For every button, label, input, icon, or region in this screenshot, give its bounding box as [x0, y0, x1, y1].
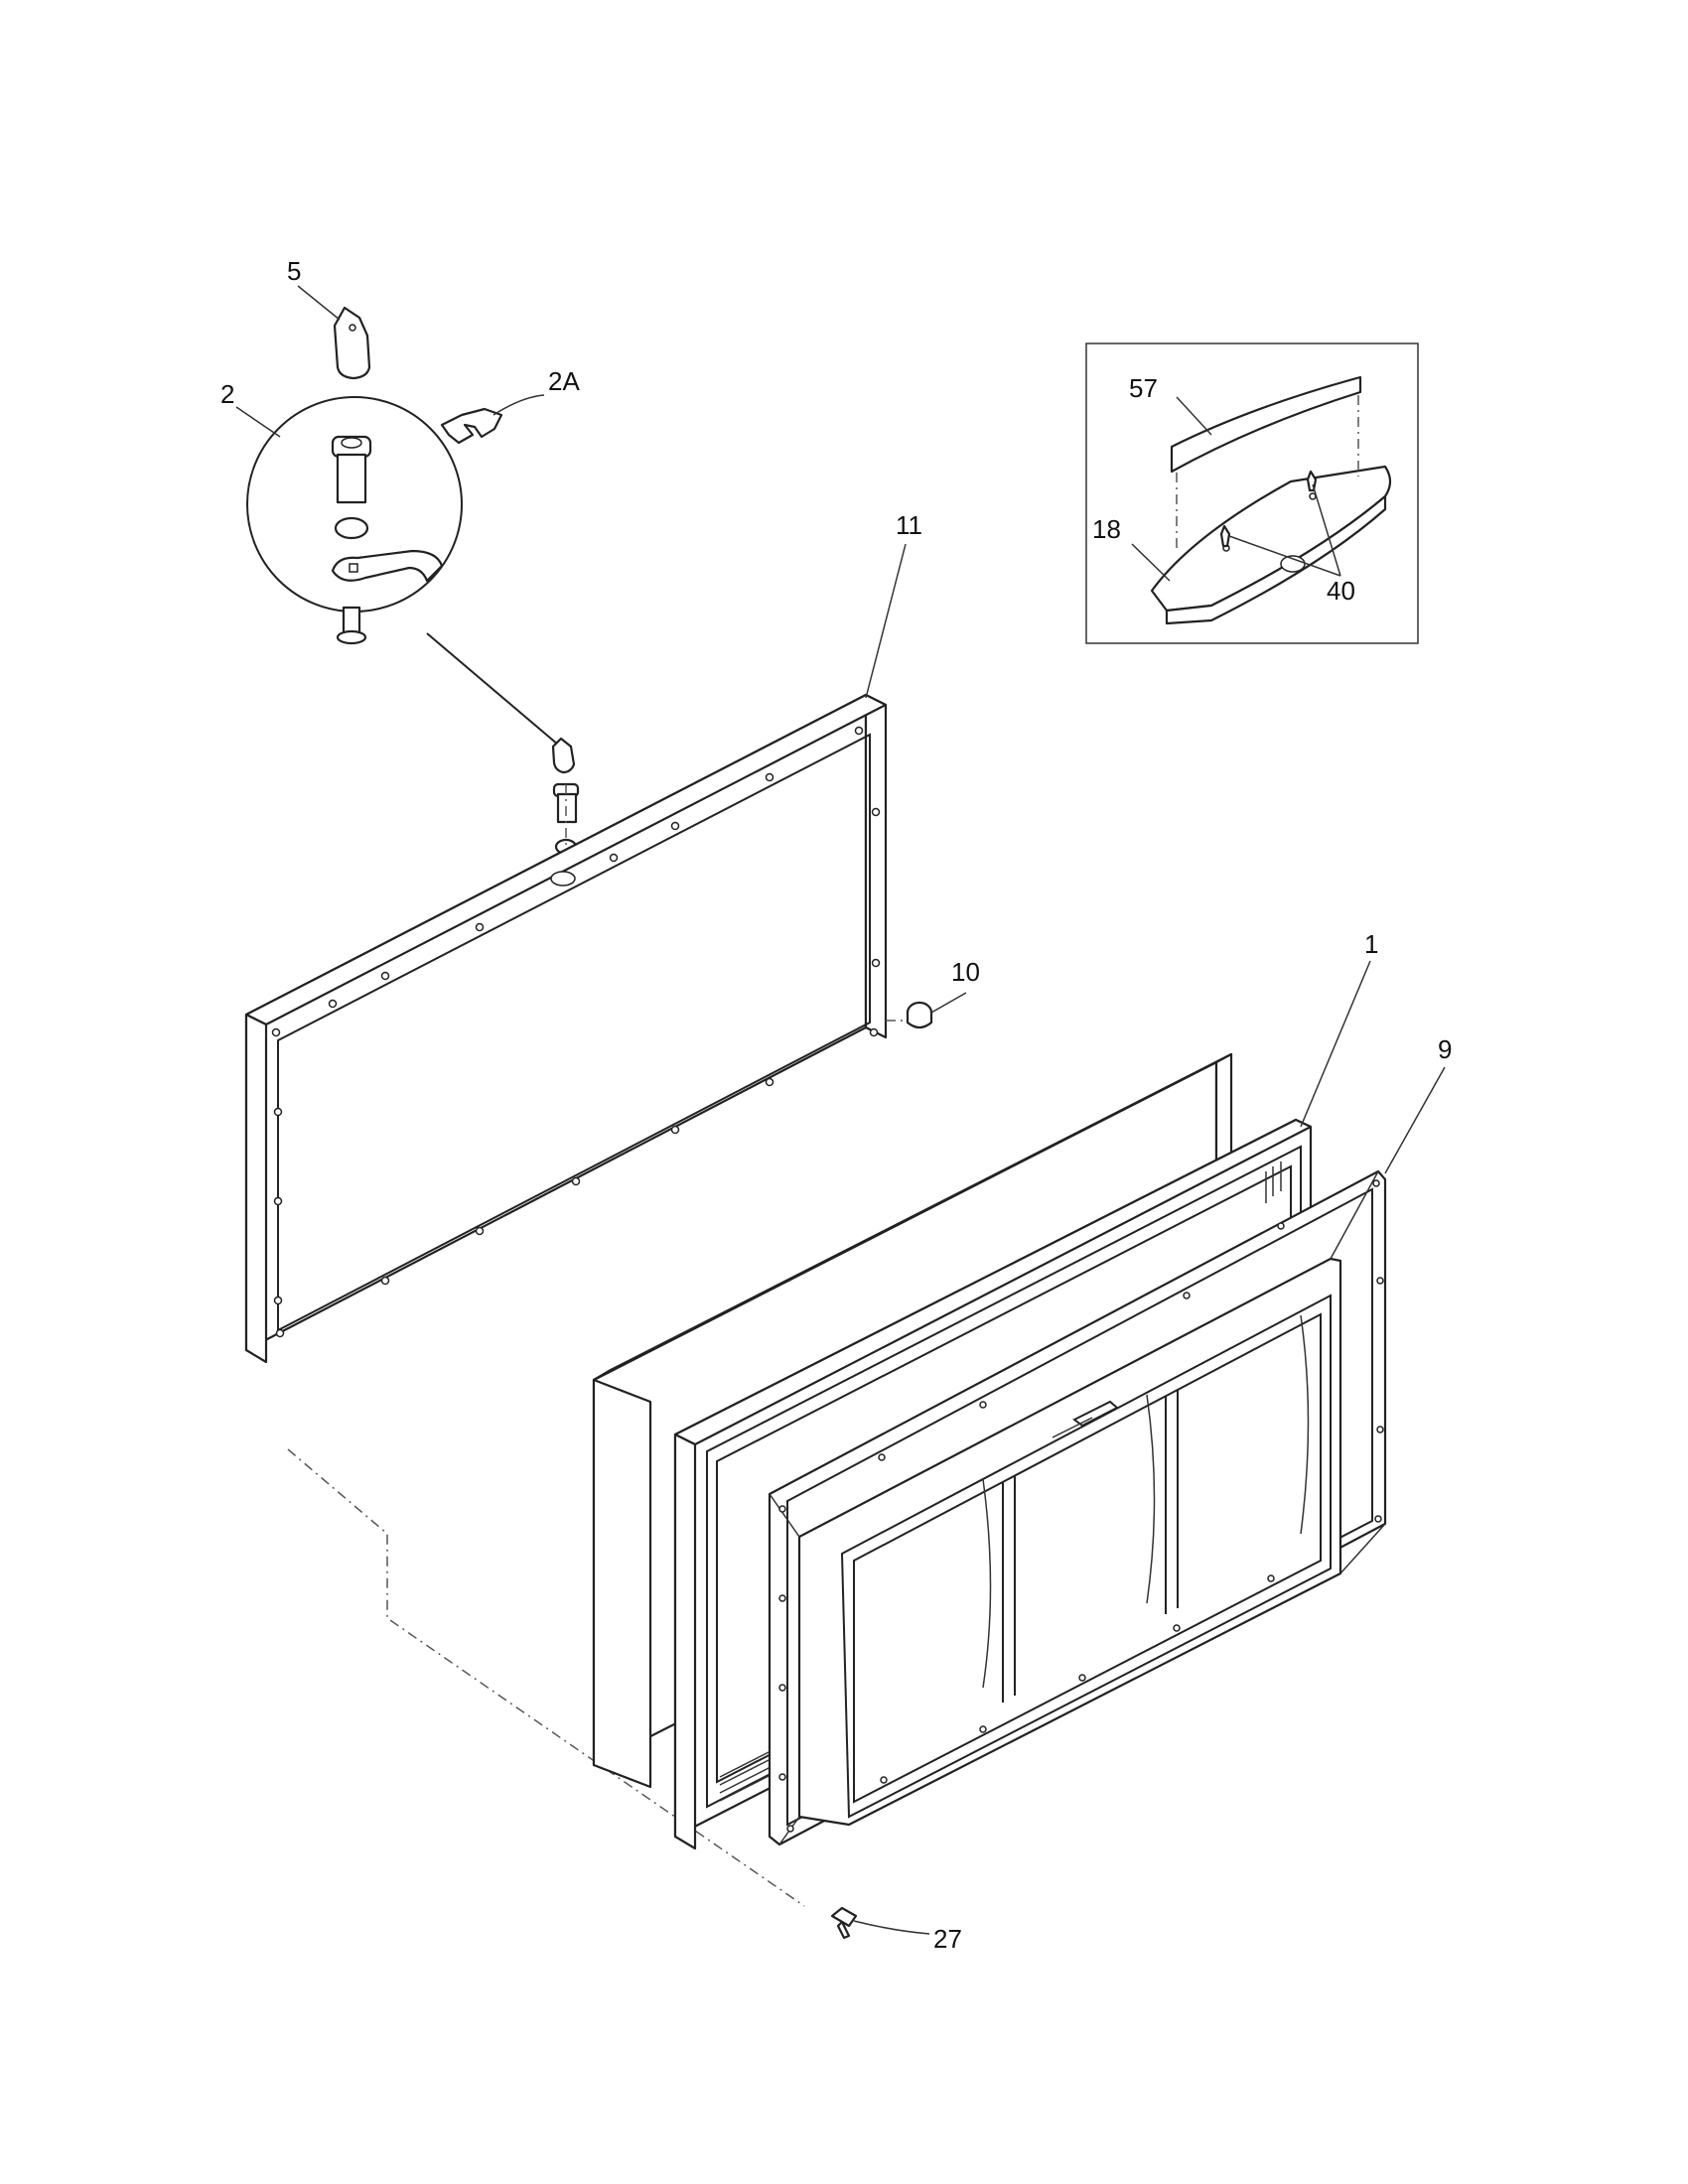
lock-clip-part[interactable]	[440, 407, 503, 445]
callout-9: 9	[1438, 1034, 1452, 1064]
outer-panel-screw-holes	[778, 1179, 1384, 1833]
callout-27: 27	[933, 1924, 962, 1954]
callout-40: 40	[1327, 576, 1355, 606]
lock-assembly	[246, 306, 620, 987]
key-part[interactable]	[333, 306, 371, 380]
handle-screw-b[interactable]	[1306, 470, 1318, 492]
detail-leader-line	[426, 632, 559, 746]
door-liner-frame[interactable]	[244, 693, 888, 1364]
callout-5: 5	[287, 256, 301, 286]
door-bumper-part[interactable]	[906, 1001, 933, 1029]
callout-1: 1	[1364, 929, 1378, 959]
handle-body-part[interactable]	[1150, 465, 1392, 625]
callout-2: 2	[220, 379, 234, 409]
callout-leaders	[235, 285, 1446, 1935]
callout-10: 10	[951, 957, 980, 987]
handle-screw-a[interactable]	[1219, 524, 1231, 548]
door-screw-part[interactable]	[830, 1906, 858, 1940]
liner-screw-holes	[271, 726, 881, 1338]
callout-2a: 2A	[548, 366, 580, 396]
callout-57: 57	[1129, 373, 1158, 403]
lock-detail-circle	[246, 396, 463, 645]
callout-18: 18	[1092, 514, 1121, 544]
outer-door-panel[interactable]	[768, 1169, 1387, 1846]
handle-cover-part[interactable]	[1170, 375, 1362, 474]
handle-inset	[1085, 342, 1419, 644]
callout-11: 11	[896, 510, 922, 540]
